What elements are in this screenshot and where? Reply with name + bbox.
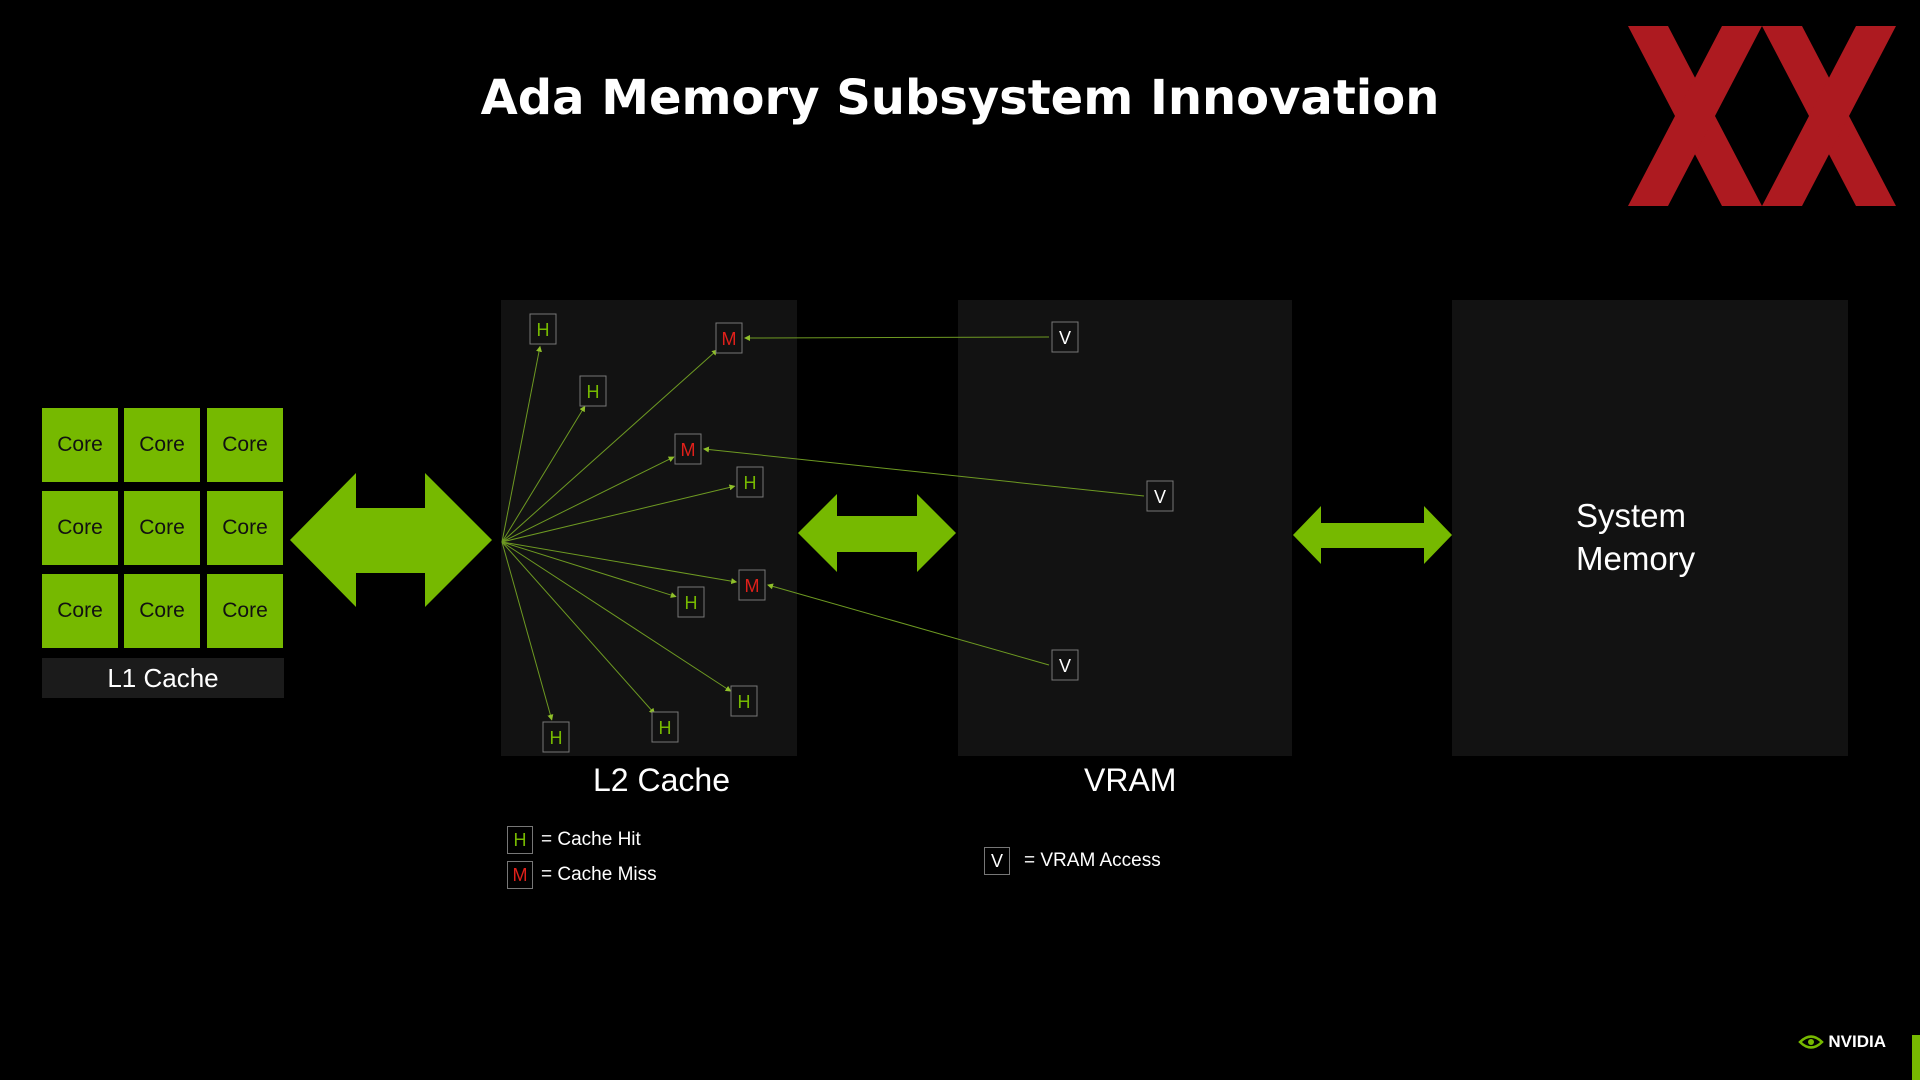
- vram-label: VRAM: [1084, 762, 1177, 798]
- cache-request-line: [501, 405, 586, 543]
- core-grid: Core Core Core Core Core Core Core Core …: [42, 408, 284, 648]
- core-block: Core: [124, 491, 200, 565]
- vram-access-marker: V: [1146, 480, 1174, 512]
- vram-fetch-line: [744, 334, 1050, 341]
- cache-request-line: [501, 456, 675, 543]
- cache-hit-marker: H: [529, 313, 557, 345]
- double-arrow-l2-vram: [798, 494, 956, 572]
- core-block: Core: [207, 574, 283, 648]
- legend-vram-symbol: V: [984, 847, 1010, 875]
- double-arrow-vram-sysmem: [1293, 506, 1452, 564]
- core-block: Core: [42, 408, 118, 482]
- cache-request-line: [501, 484, 736, 543]
- svg-text:M: M: [681, 440, 696, 460]
- l2-cache-panel: [501, 300, 797, 756]
- cache-request-line: [501, 541, 677, 598]
- cache-request-line: [501, 541, 738, 585]
- svg-text:H: H: [744, 473, 757, 493]
- svg-text:H: H: [738, 692, 751, 712]
- core-block: Core: [124, 574, 200, 648]
- watermark-logo-xx: [1628, 26, 1896, 206]
- svg-text:H: H: [550, 728, 563, 748]
- cache-miss-marker: M: [738, 569, 766, 601]
- cache-miss-marker: M: [674, 433, 702, 465]
- cache-miss-marker: M: [715, 322, 743, 354]
- svg-text:H: H: [685, 593, 698, 613]
- legend-miss-symbol: M: [507, 861, 533, 889]
- core-block: Core: [207, 491, 283, 565]
- core-block: Core: [124, 408, 200, 482]
- double-arrow-core-l2: [290, 473, 492, 607]
- cache-hit-marker: H: [736, 466, 764, 498]
- core-block: Core: [42, 574, 118, 648]
- nvidia-logo-text: NVIDIA: [1828, 1032, 1886, 1051]
- svg-text:V: V: [1154, 487, 1166, 507]
- svg-text:M: M: [745, 576, 760, 596]
- system-memory-line1: System: [1576, 497, 1687, 534]
- legend-cache-miss: M = Cache Miss: [507, 861, 657, 889]
- system-memory-label: System Memory: [1576, 494, 1695, 580]
- l1-cache-label: L1 Cache: [42, 658, 284, 698]
- system-memory-panel: [1452, 300, 1848, 756]
- legend-cache-hit: H = Cache Hit: [507, 826, 641, 854]
- legend-vram-text: = VRAM Access: [1024, 850, 1161, 871]
- cache-hit-marker: H: [542, 721, 570, 753]
- svg-text:H: H: [587, 382, 600, 402]
- nvidia-logo: NVIDIA: [1798, 1032, 1886, 1052]
- core-block: Core: [207, 408, 283, 482]
- legend-hit-text: = Cache Hit: [541, 829, 641, 850]
- vram-access-marker: V: [1051, 649, 1079, 681]
- nvidia-eye-icon: [1798, 1035, 1825, 1049]
- svg-text:H: H: [537, 320, 550, 340]
- legend-vram-access: V = VRAM Access: [984, 847, 1161, 875]
- cache-hit-marker: H: [579, 375, 607, 407]
- svg-text:V: V: [1059, 656, 1071, 676]
- legend-miss-text: = Cache Miss: [541, 864, 657, 885]
- cache-request-line: [501, 345, 542, 543]
- cache-request-line: [501, 541, 554, 721]
- l2-cache-label: L2 Cache: [593, 762, 730, 798]
- svg-text:M: M: [722, 329, 737, 349]
- cache-hit-marker: H: [651, 711, 679, 743]
- svg-text:H: H: [659, 718, 672, 738]
- accent-bar: [1912, 1035, 1920, 1080]
- legend-hit-symbol: H: [507, 826, 533, 854]
- vram-fetch-line: [767, 583, 1050, 666]
- cache-hit-marker: H: [730, 685, 758, 717]
- cache-request-line: [501, 541, 732, 692]
- vram-panel: [958, 300, 1292, 756]
- vram-access-marker: V: [1051, 321, 1079, 353]
- cache-request-line: [501, 541, 656, 715]
- system-memory-line2: Memory: [1576, 540, 1696, 577]
- core-block: Core: [42, 491, 118, 565]
- svg-text:V: V: [1059, 328, 1071, 348]
- slide-title: Ada Memory Subsystem Innovation: [480, 70, 1440, 126]
- cache-hit-marker: H: [677, 586, 705, 618]
- vram-fetch-line: [703, 446, 1145, 497]
- cache-request-line: [501, 349, 718, 543]
